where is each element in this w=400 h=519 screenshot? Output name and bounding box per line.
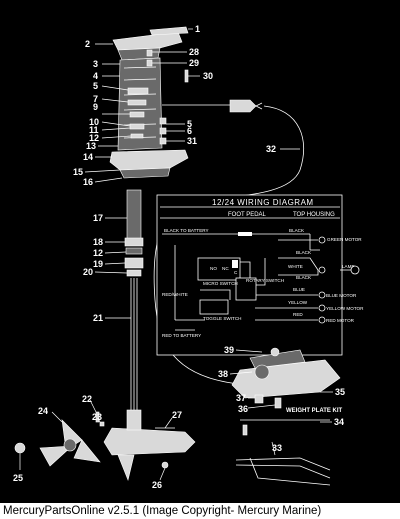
callout-1: 1: [195, 24, 200, 34]
callout-16: 16: [83, 177, 93, 187]
wire-black-to-battery: BLACK TO BATTERY: [164, 228, 209, 233]
exploded-parts-diagram: 12/24 WIRING DIAGRAM FOOT PEDAL TOP HOUS…: [13, 24, 365, 490]
wire-green-motor: GREEN MOTOR: [327, 237, 362, 242]
callout-7: 7: [93, 94, 98, 104]
callout-32: 32: [266, 144, 276, 154]
callout-4: 4: [93, 71, 98, 81]
wiring-title: 12/24 WIRING DIAGRAM: [212, 198, 314, 207]
wire-black-1: BLACK: [289, 228, 305, 233]
wire-red-to-battery: RED TO BATTERY: [162, 333, 201, 338]
callout-5b: 5: [187, 119, 192, 129]
callout-24: 24: [38, 406, 48, 416]
callout-19: 19: [93, 259, 103, 269]
callout-27: 27: [172, 410, 182, 420]
weight-plate-kit-label: WEIGHT PLATE KIT: [286, 408, 343, 414]
callout-22: 22: [82, 394, 92, 404]
callout-26: 26: [152, 480, 162, 490]
wire-blue: BLUE: [293, 287, 305, 292]
wire-blue-motor: BLUE MOTOR: [326, 293, 357, 298]
callout-37: 37: [236, 393, 246, 403]
rotary-switch-label: ROTARY SWITCH: [246, 278, 284, 283]
callout-11: 11: [89, 125, 99, 135]
lower-unit-assembly: [14, 409, 196, 481]
top-housing-label: TOP HOUSING: [293, 212, 335, 218]
callout-14: 14: [83, 152, 93, 162]
callout-28: 28: [189, 47, 199, 57]
wiring-diagram: 12/24 WIRING DIAGRAM FOOT PEDAL TOP HOUS…: [156, 194, 364, 356]
micro-c: C: [234, 270, 238, 275]
callout-12b: 12: [93, 248, 103, 258]
micro-nc: NC: [222, 266, 229, 271]
wire-yellow-motor: YELLOW MOTOR: [326, 306, 364, 311]
callout-31: 31: [187, 136, 197, 146]
callout-34: 34: [334, 417, 344, 427]
wire-red: RED: [293, 312, 303, 317]
callout-23: 23: [92, 412, 102, 422]
wire-white: WHITE: [288, 264, 303, 269]
callout-6: 6: [187, 126, 192, 136]
callout-36: 36: [238, 404, 248, 414]
callout-numbers: 1 2 3 4 5 5 6 7 9 10 11 12 12 13 14 15 1…: [13, 24, 345, 490]
image-copyright-footer: MercuryPartsOnline v2.5.1 (Image Copyrig…: [0, 503, 400, 519]
callout-10: 10: [89, 117, 99, 127]
callout-29: 29: [189, 58, 199, 68]
micro-switch-label: MICRO SWITCH: [203, 281, 238, 286]
callout-15: 15: [73, 167, 83, 177]
wire-yellow: YELLOW: [288, 300, 308, 305]
callout-12a: 12: [89, 133, 99, 143]
callout-20: 20: [83, 267, 93, 277]
shaft-assembly: [124, 189, 144, 410]
callout-30: 30: [203, 71, 213, 81]
callout-17: 17: [93, 213, 103, 223]
callout-18: 18: [93, 237, 103, 247]
callout-25: 25: [13, 473, 23, 483]
wire-black-3: BLACK: [296, 275, 312, 280]
wire-lamp: LAMP: [342, 264, 355, 269]
callout-leaders: [19, 28, 333, 481]
foot-pedal-assembly: [231, 347, 341, 486]
callout-13: 13: [86, 141, 96, 151]
callout-9: 9: [93, 102, 98, 112]
wire-black-2: BLACK: [296, 250, 312, 255]
callout-35: 35: [335, 387, 345, 397]
motor-head-assembly: [109, 26, 263, 179]
callout-5a: 5: [93, 81, 98, 91]
callout-2: 2: [85, 39, 90, 49]
callout-38: 38: [218, 369, 228, 379]
wire-red-white: RED/WHITE: [162, 292, 188, 297]
wire-red-motor: RED MOTOR: [326, 318, 355, 323]
foot-pedal-label: FOOT PEDAL: [228, 212, 267, 218]
callout-33: 33: [272, 443, 282, 453]
micro-no: NO: [210, 266, 217, 271]
callout-3: 3: [93, 59, 98, 69]
toggle-switch-label: TOGGLE SWITCH: [203, 316, 241, 321]
callout-39: 39: [224, 345, 234, 355]
callout-21: 21: [93, 313, 103, 323]
